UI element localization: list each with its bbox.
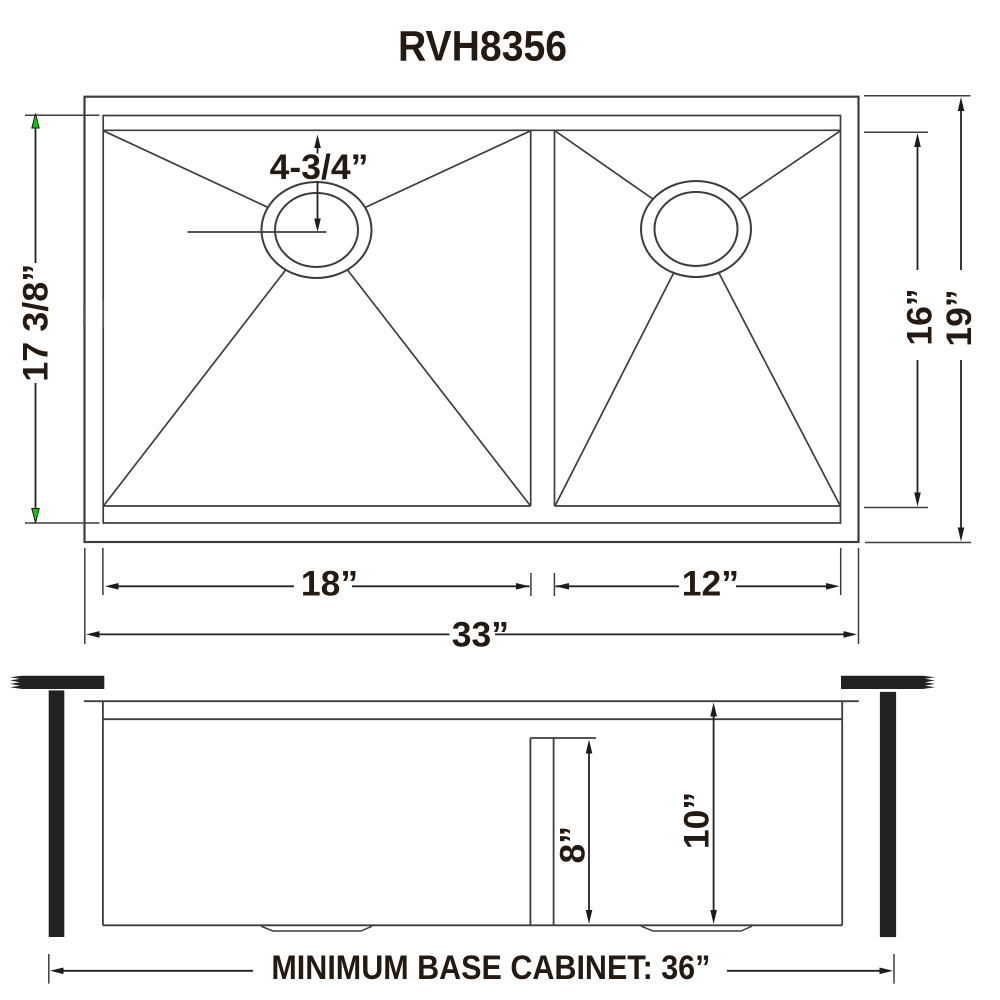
svg-text:MINIMUM BASE CABINET: 36”: MINIMUM BASE CABINET: 36” (271, 949, 710, 987)
svg-text:4-3/4”: 4-3/4” (270, 147, 369, 187)
svg-text:8”: 8” (553, 826, 593, 864)
svg-text:33”: 33” (452, 614, 509, 654)
svg-text:17 3/8”: 17 3/8” (16, 264, 56, 382)
svg-text:10”: 10” (677, 792, 717, 849)
svg-text:19”: 19” (939, 289, 979, 346)
svg-text:RVH8356: RVH8356 (398, 24, 567, 71)
svg-text:18”: 18” (301, 564, 358, 604)
svg-text:16”: 16” (900, 288, 940, 345)
svg-text:12”: 12” (682, 564, 739, 604)
